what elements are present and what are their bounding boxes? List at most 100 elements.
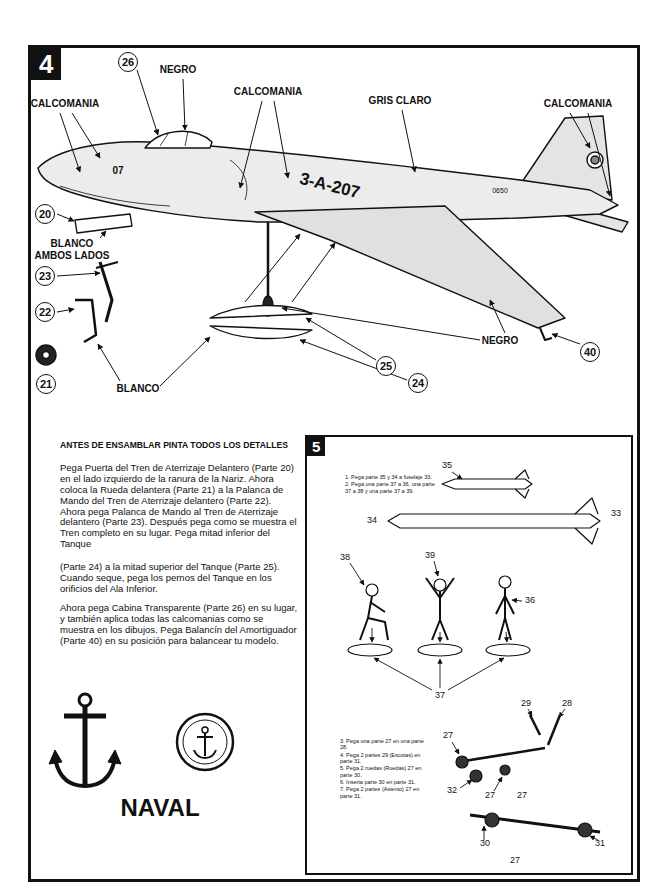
part-number: 33 xyxy=(611,508,621,518)
main-gear-strut xyxy=(267,222,270,296)
instruction-text: 1. Pega parte 35 y 34 a fuselaje 33. xyxy=(345,474,435,480)
leader-line xyxy=(274,101,288,178)
signal-figure xyxy=(426,578,454,640)
part-number: 32 xyxy=(447,785,457,795)
anchor-symbol xyxy=(49,694,121,786)
figure-base xyxy=(486,644,530,656)
part-number: 37 xyxy=(435,690,445,700)
callout-circle: 20 xyxy=(35,204,55,224)
leader-line xyxy=(300,340,407,380)
instruction-text: Ahora pega Cabina Transparente (Parte 26… xyxy=(60,603,298,647)
figure-head xyxy=(499,576,511,588)
part-number: 36 xyxy=(525,595,535,605)
part-number: 29 xyxy=(521,698,531,708)
leader-line xyxy=(372,628,373,642)
leader-line xyxy=(160,337,210,386)
leader-line xyxy=(57,214,74,221)
leader-line xyxy=(570,113,590,148)
instruction-text: 7. Pega 2 partes (Asiento) 27 en parte 3… xyxy=(340,786,432,799)
instruction-text: 3. Pega una parte 27 en una parte 28. xyxy=(340,738,432,751)
callout-circle: 24 xyxy=(408,373,428,393)
part-number: 27 xyxy=(510,855,520,865)
leader-line xyxy=(452,742,459,754)
aircraft-drawing xyxy=(36,116,628,365)
leader-line xyxy=(72,113,100,158)
part-number: 34 xyxy=(367,515,377,525)
part-number: 38 xyxy=(340,552,350,562)
naval-emblem xyxy=(177,714,233,770)
balancer-part xyxy=(540,328,552,340)
leader-line xyxy=(100,231,106,238)
leader-line xyxy=(240,101,262,188)
leader-line xyxy=(350,563,364,585)
leader-line xyxy=(494,777,502,791)
step-number: 5 xyxy=(307,437,325,456)
tank-lower xyxy=(210,326,312,339)
callout-number: 21 xyxy=(40,379,52,390)
decal-label: CALCOMANIA xyxy=(31,98,99,110)
missile xyxy=(442,479,532,489)
gear-bracket xyxy=(96,262,118,268)
leader-line xyxy=(98,344,120,381)
leader-line xyxy=(559,709,565,717)
callout-circle: 25 xyxy=(376,356,396,376)
anchor-arms xyxy=(55,758,115,786)
callout-circle: 23 xyxy=(35,266,55,286)
emblem-anchor-ring xyxy=(202,727,208,733)
part-number: 27 xyxy=(443,730,453,740)
figure-head xyxy=(434,579,446,591)
leader-line xyxy=(282,308,480,340)
instruction-heading: ANTES DE ENSAMBLAR PINTA TODOS LOS DETAL… xyxy=(60,441,303,451)
callout-circle: 40 xyxy=(580,342,600,362)
leader-line xyxy=(448,658,504,690)
decal-text: 0650 xyxy=(492,187,508,195)
leader-line xyxy=(506,632,507,642)
paint-label: GRIS CLARO xyxy=(369,95,432,107)
leader-line xyxy=(452,472,462,479)
decal-label: CALCOMANIA xyxy=(544,98,612,110)
brand-text: NAVAL xyxy=(120,794,199,822)
nose-wheel xyxy=(36,345,56,365)
callout-circle: 22 xyxy=(35,302,55,322)
roundel-center xyxy=(591,156,599,164)
nose-wheel-hub xyxy=(43,352,50,359)
paint-label: NEGRO xyxy=(482,335,519,347)
leader-line xyxy=(528,709,532,716)
figure-base xyxy=(348,644,392,656)
leader-lines xyxy=(57,70,610,386)
anchor-stock xyxy=(64,714,106,719)
canopy-frame xyxy=(160,131,188,146)
callout-number: 26 xyxy=(122,57,134,68)
part-number: 30 xyxy=(480,838,490,848)
decal-label: CALCOMANIA xyxy=(234,86,302,98)
kneeling-figure xyxy=(360,596,388,640)
paint-label: NEGRO xyxy=(160,64,197,76)
leader-line xyxy=(57,309,74,312)
step-panel: 5 xyxy=(305,435,633,875)
leader-line xyxy=(440,659,441,688)
callout-circle: 26 xyxy=(118,52,138,72)
instruction-text: (Parte 24) a la mitad superior del Tanqu… xyxy=(60,562,298,595)
leader-line xyxy=(552,334,580,344)
callout-number: 25 xyxy=(380,361,392,372)
leader-line xyxy=(460,780,472,788)
leader-line xyxy=(512,600,522,601)
peg-arrow xyxy=(292,243,335,302)
emblem-ring xyxy=(177,714,233,770)
instruction-text: 6. Inserta parte 30 en parte 31. xyxy=(340,779,432,785)
callout-number: 22 xyxy=(39,307,51,318)
leader-line xyxy=(402,110,415,172)
callout-number: 20 xyxy=(39,209,51,220)
wheel-part xyxy=(578,823,592,837)
callout-number: 40 xyxy=(584,347,596,358)
wheel-part xyxy=(500,765,510,775)
callout-number: 23 xyxy=(39,271,51,282)
part-number: 39 xyxy=(425,550,435,560)
decal-text: 3-A-207 xyxy=(298,169,362,203)
leader-line xyxy=(183,79,185,130)
anchor-flukes xyxy=(49,750,121,764)
leader-line xyxy=(137,70,158,135)
callout-circle: 21 xyxy=(36,374,56,394)
